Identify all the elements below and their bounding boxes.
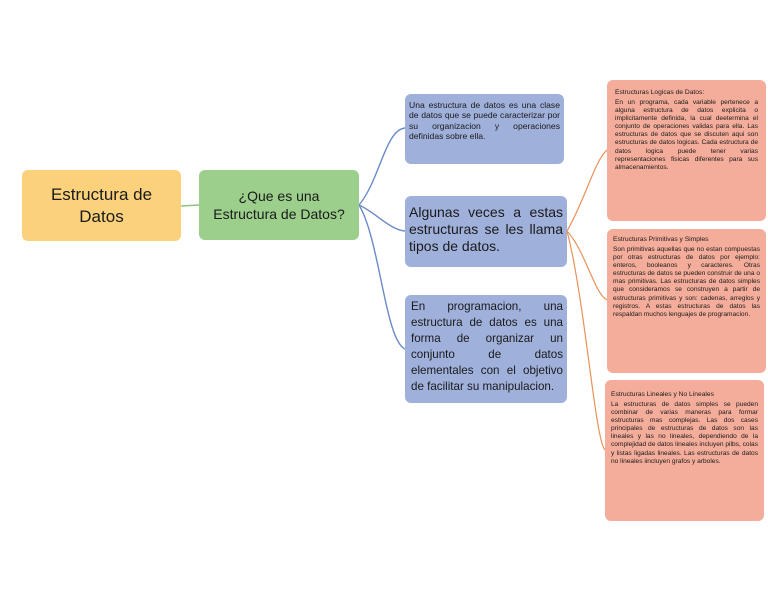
type-text-primitivas: Son primitivas aquellas que no estan com… (613, 246, 760, 318)
type-title-primitivas: Estructuras Primitivas y Simples (613, 236, 709, 243)
connector-definition-type-2 (566, 230, 608, 301)
type-node-lineales[interactable]: Estructuras Lineales y No Lineales La es… (605, 380, 764, 521)
connector-question-definition-1 (358, 127, 406, 206)
connector-definition-type-1 (566, 149, 608, 232)
root-topic-label: Estructura de Datos (50, 184, 153, 226)
type-node-primitivas[interactable]: Estructuras Primitivas y Simples Son pri… (607, 229, 766, 373)
definition-text-3: En programacion, una estructura de datos… (411, 300, 563, 393)
definition-text-1: Una estructura de datos es una clase de … (409, 100, 560, 142)
root-topic[interactable]: Estructura de Datos (22, 170, 181, 241)
connector-definition-type-3 (566, 230, 606, 451)
type-node-logicas[interactable]: Estructuras Logicas de Datos: En un prog… (607, 80, 766, 221)
question-topic[interactable]: ¿Que es una Estructura de Datos? (199, 170, 359, 240)
question-topic-label: ¿Que es una Estructura de Datos? (213, 188, 345, 222)
connector-root-question (180, 204, 200, 207)
connector-question-definition-3 (358, 204, 406, 350)
definition-text-2: Algunas veces a estas estructuras se les… (409, 204, 563, 254)
definition-node-2[interactable]: Algunas veces a estas estructuras se les… (405, 196, 567, 267)
type-text-lineales: La estructuras de datos simples se puede… (611, 401, 758, 465)
connector-question-definition-2 (358, 204, 406, 232)
definition-node-1[interactable]: Una estructura de datos es una clase de … (405, 94, 564, 164)
definition-node-3[interactable]: En programacion, una estructura de datos… (405, 295, 567, 403)
type-title-logicas: Estructuras Logicas de Datos: (615, 89, 705, 96)
type-title-lineales: Estructuras Lineales y No Lineales (611, 391, 714, 398)
type-text-logicas: En un programa, cada variable pertenece … (615, 99, 758, 171)
